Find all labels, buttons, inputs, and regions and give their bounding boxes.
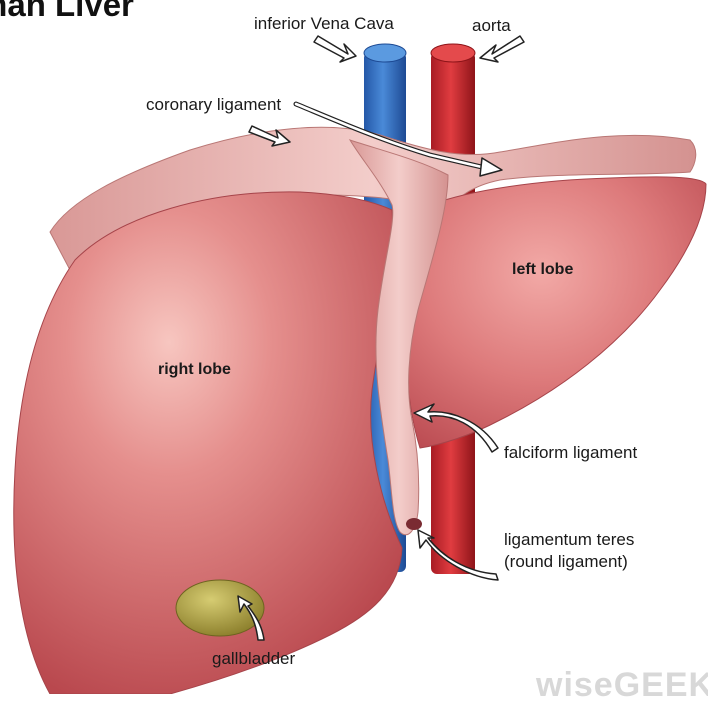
gallbladder-shape <box>176 580 264 636</box>
left-lobe-label: left lobe <box>512 260 573 280</box>
coronary-ligament-label: coronary ligament <box>146 95 281 115</box>
aorta-label: aorta <box>472 16 511 36</box>
round-ligament-label: (round ligament) <box>504 552 628 572</box>
gallbladder-label: gallbladder <box>212 649 295 669</box>
ivc-pointer-arrow <box>314 36 356 62</box>
ligamentum-teres-end <box>406 518 422 530</box>
watermark-logo: wiseGEEK <box>536 666 708 705</box>
aorta-pointer-arrow <box>480 36 524 62</box>
right-lobe-label: right lobe <box>158 360 231 380</box>
ligamentum-teres-label: ligamentum teres <box>504 530 634 550</box>
falciform-ligament-label: falciform ligament <box>504 443 637 463</box>
diagram-title: man Liver <box>0 0 134 24</box>
ivc-label: inferior Vena Cava <box>254 14 394 34</box>
left-lobe-shape <box>406 177 706 448</box>
